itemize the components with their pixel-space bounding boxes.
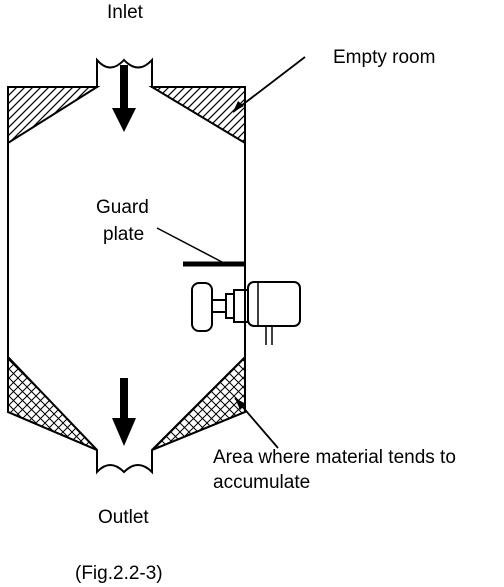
figure-caption: (Fig.2.2-3) xyxy=(75,563,163,584)
bottom-right-accumulation-wedge xyxy=(151,354,246,451)
accumulation-label-line1: Area where material tends to xyxy=(213,447,456,468)
outlet-flow-arrow-icon xyxy=(112,378,136,446)
empty-room-leader xyxy=(232,56,306,113)
top-left-empty-wedge xyxy=(7,86,101,145)
bottom-left-accumulation-wedge xyxy=(7,354,98,451)
inlet-label: Inlet xyxy=(107,2,144,23)
guard-plate-label-line1: Guard xyxy=(96,197,149,218)
outlet-label: Outlet xyxy=(98,507,149,528)
level-switch-sensor-icon xyxy=(191,281,301,345)
empty-room-label: Empty room xyxy=(333,47,435,68)
inlet-flow-arrow-icon xyxy=(112,65,136,132)
accumulation-label-line2: accumulate xyxy=(213,472,310,493)
guard-plate-label-line2: plate xyxy=(103,224,144,245)
guard-plate-leader xyxy=(156,227,223,263)
top-right-empty-wedge xyxy=(148,86,246,145)
